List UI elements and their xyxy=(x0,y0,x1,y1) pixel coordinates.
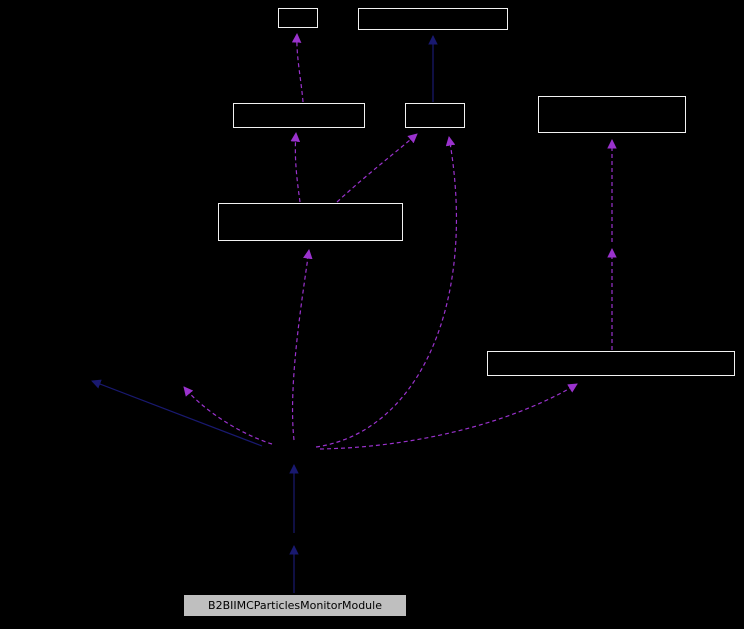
inheritance-edge-diagonal-left xyxy=(91,379,263,447)
class-node-top-wide[interactable] xyxy=(358,8,508,30)
usage-edge-center-to-row2-left xyxy=(290,132,301,203)
usage-edge-to-top-small xyxy=(291,33,304,103)
usage-edge-to-left-mid xyxy=(183,386,273,445)
usage-edge-to-right-lower xyxy=(319,383,578,450)
class-node-top-small[interactable] xyxy=(278,8,318,28)
main-class-node-label: B2BIIMCParticlesMonitorModule xyxy=(208,599,382,612)
class-node-right-lower[interactable] xyxy=(487,351,735,376)
main-class-node: B2BIIMCParticlesMonitorModule xyxy=(183,594,407,617)
usage-edge-center-to-row2-center xyxy=(336,133,418,203)
class-node-row2-left[interactable] xyxy=(233,103,365,128)
usage-edge-to-center-node xyxy=(291,249,313,441)
class-node-top-right[interactable] xyxy=(538,96,686,133)
class-node-row2-center[interactable] xyxy=(405,103,465,128)
usage-edge-long-curve-to-row2-center xyxy=(315,136,457,448)
class-node-center[interactable] xyxy=(218,203,403,241)
